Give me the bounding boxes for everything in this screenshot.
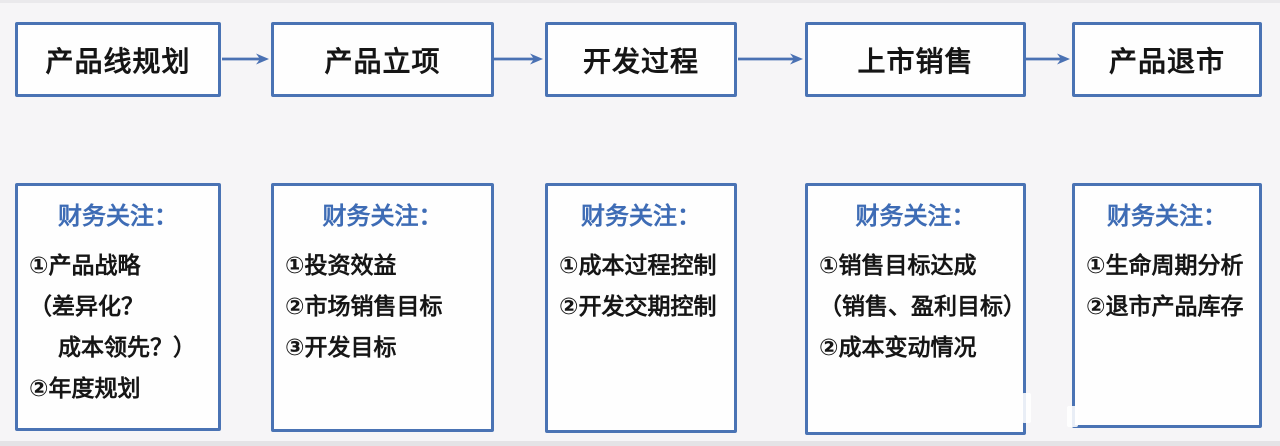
focus-item: ②成本变动情况 xyxy=(819,334,977,360)
watermark-smudge xyxy=(1067,406,1078,427)
focus-item: （差异化？ xyxy=(29,293,144,319)
focus-item: ②市场销售目标 xyxy=(285,293,443,319)
focus-item: ②退市产品库存 xyxy=(1086,293,1244,319)
focus-item: ②开发交期控制 xyxy=(559,293,717,319)
focus-item: ①产品战略 xyxy=(29,252,141,278)
focus-box-project-initiation: 财务关注： ①投资效益 ②市场销售目标 ③开发目标 xyxy=(271,183,494,432)
focus-list: ①销售目标达成 （销售、盈利目标） ②成本变动情况 xyxy=(808,245,1026,368)
focus-list: ①投资效益 ②市场销售目标 ③开发目标 xyxy=(274,245,491,368)
column-project-initiation: 产品立项 财务关注： ①投资效益 ②市场销售目标 ③开发目标 xyxy=(271,0,494,446)
column-development-process: 开发过程 财务关注： ①成本过程控制 ②开发交期控制 xyxy=(545,0,737,446)
stage-box-product-exit: 产品退市 xyxy=(1072,22,1262,97)
focus-item: ②年度规划 xyxy=(29,375,141,401)
focus-box-product-line-planning: 财务关注： ①产品战略 （差异化？ 成本领先？） ②年度规划 xyxy=(15,183,221,431)
stage-box-development-process: 开发过程 xyxy=(545,22,737,97)
stage-title: 开发过程 xyxy=(582,45,699,77)
watermark-smudge xyxy=(1022,393,1031,423)
focus-item: 成本领先？） xyxy=(58,334,196,360)
top-edge-strip xyxy=(0,0,1280,3)
focus-item: ①投资效益 xyxy=(285,252,397,278)
focus-list: ①产品战略 （差异化？ 成本领先？） ②年度规划 xyxy=(18,245,218,409)
focus-item: ①生命周期分析 xyxy=(1086,252,1244,278)
focus-item: ③开发目标 xyxy=(285,334,397,360)
flow-arrow-icon xyxy=(738,53,803,65)
column-market-sales: 上市销售 财务关注： ①销售目标达成 （销售、盈利目标） ②成本变动情况 xyxy=(805,0,1026,446)
focus-item: （销售、盈利目标） xyxy=(819,293,1026,319)
focus-list: ①成本过程控制 ②开发交期控制 xyxy=(548,245,734,327)
column-product-line-planning: 产品线规划 财务关注： ①产品战略 （差异化？ 成本领先？） ②年度规划 xyxy=(15,0,221,446)
stage-title: 产品立项 xyxy=(324,45,441,77)
focus-header: 财务关注： xyxy=(855,203,976,230)
stage-box-product-line-planning: 产品线规划 xyxy=(15,22,221,97)
focus-box-product-exit: 财务关注： ①生命周期分析 ②退市产品库存 xyxy=(1072,183,1262,428)
focus-box-market-sales: 财务关注： ①销售目标达成 （销售、盈利目标） ②成本变动情况 xyxy=(805,183,1026,435)
focus-item: ①销售目标达成 xyxy=(819,252,977,278)
stage-box-project-initiation: 产品立项 xyxy=(271,22,494,97)
stage-title: 产品线规划 xyxy=(45,45,191,77)
focus-header: 财务关注： xyxy=(581,203,701,230)
flow-arrow-icon xyxy=(1026,53,1070,65)
column-product-exit: 产品退市 财务关注： ①生命周期分析 ②退市产品库存 xyxy=(1072,0,1262,446)
focus-header: 财务关注： xyxy=(322,203,443,230)
bottom-edge-strip xyxy=(0,441,1280,446)
flow-arrow-icon xyxy=(493,53,543,65)
stage-title: 上市销售 xyxy=(857,45,974,77)
focus-box-development-process: 财务关注： ①成本过程控制 ②开发交期控制 xyxy=(545,183,737,433)
focus-header: 财务关注： xyxy=(1107,203,1227,230)
stage-title: 产品退市 xyxy=(1108,45,1225,77)
focus-header: 财务关注： xyxy=(58,203,178,230)
flow-arrow-icon xyxy=(222,53,269,65)
focus-item: ①成本过程控制 xyxy=(559,252,717,278)
focus-list: ①生命周期分析 ②退市产品库存 xyxy=(1075,245,1259,327)
stage-box-market-sales: 上市销售 xyxy=(805,22,1026,97)
